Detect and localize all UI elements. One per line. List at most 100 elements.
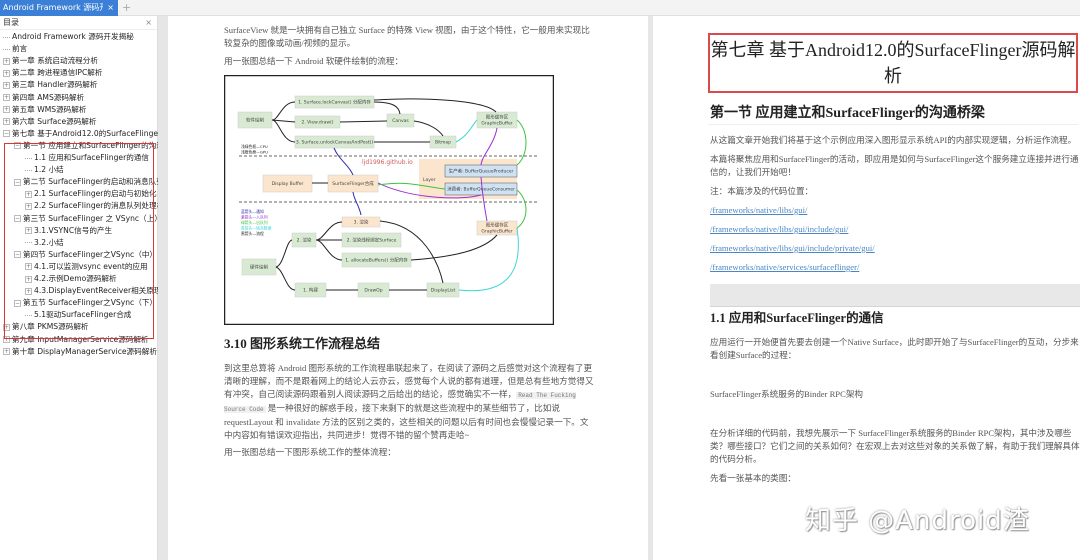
expand-icon[interactable]: + — [3, 348, 10, 356]
toc-item[interactable]: 1.1 应用和SurfaceFlinger的通信 — [0, 152, 158, 164]
toc-item-label: 第三章 Handler源码解析 — [12, 80, 98, 90]
expand-icon[interactable]: + — [25, 275, 32, 283]
paragraph: 用一张图总结一下图形系统工作的整体流程： — [224, 447, 396, 457]
collapse-icon[interactable]: − — [14, 178, 21, 186]
document-page-right: 第七章 基于Android12.0的SurfaceFlinger源码解析 第一节… — [653, 16, 1080, 560]
toc-item-label: 第一节 应用建立和SurfaceFlinger的沟通桥梁 — [23, 140, 158, 150]
toc-item[interactable]: 5.1驱动SurfaceFlinger合成 — [0, 309, 158, 321]
code-path-link[interactable]: /frameworks/native/services/surfacefling… — [710, 262, 860, 272]
notify-arrow — [333, 147, 354, 176]
expand-icon[interactable]: + — [3, 81, 10, 89]
expand-icon[interactable]: + — [3, 69, 10, 77]
flow-arrow — [271, 119, 296, 143]
toc-item[interactable]: +2.1 SurfaceFlinger的启动与初始化 — [0, 188, 158, 200]
expand-icon[interactable]: + — [3, 336, 10, 343]
toc-item[interactable]: 前言 — [0, 43, 158, 55]
expand-icon[interactable]: + — [25, 190, 32, 198]
collapse-icon[interactable]: − — [14, 299, 21, 307]
arrow-legend-item: 绿箭头—出队列 — [241, 220, 268, 225]
toc-item-label: 4.2.示例Demo源码解析 — [34, 274, 117, 283]
toc-item-label: 第二节 SurfaceFlinger的启动和消息队列处理机制 — [23, 177, 158, 187]
flow-arrow — [410, 234, 498, 261]
graphic-buffer-top-label: 图形缓存区 — [486, 114, 509, 121]
expand-icon[interactable]: + — [25, 287, 32, 295]
toc-item-label: 1.1 应用和SurfaceFlinger的通信 — [34, 153, 149, 162]
build-label: 1. 构建 — [303, 287, 318, 294]
toc-item[interactable]: +第三章 Handler源码解析 — [0, 79, 158, 91]
toc-header: 目录 × — [0, 16, 157, 30]
software-draw-label: 软件绘制 — [246, 117, 264, 124]
close-tab-icon[interactable]: × — [107, 3, 114, 12]
expand-icon[interactable]: + — [3, 106, 10, 114]
toc-item[interactable]: +第十章 DisplayManagerService源码解析 — [0, 346, 158, 358]
toc-item[interactable]: +4.1.可以监测vsync event的应用 — [0, 261, 158, 273]
code-path-link[interactable]: /frameworks/native/libs/gui/ — [710, 205, 808, 215]
toc-item[interactable]: −第五节 SurfaceFlinger之VSync（下） — [0, 297, 158, 309]
toc-item-label: 3.1.VSYNC信号的产生 — [34, 225, 113, 235]
expand-icon[interactable]: + — [25, 202, 32, 210]
arrow-legend-item: 紫箭头—入队列 — [241, 215, 268, 220]
canvas-label: Canvas — [392, 118, 409, 124]
toc-item[interactable]: +第九章 InputManagerService源码解析 — [0, 334, 158, 346]
graphic-buffer-bottom-label: GraphicBuffer — [481, 229, 512, 235]
toc-item[interactable]: −第七章 基于Android12.0的SurfaceFlinger源码解析 — [0, 128, 158, 140]
graphic-buffer-top-label: GraphicBuffer — [481, 121, 512, 127]
toc-item[interactable]: +第五章 WMS源码解析 — [0, 104, 158, 116]
toc-item-label: 前言 — [12, 44, 28, 54]
toc-item[interactable]: −第四节 SurfaceFlinger之VSync（中） — [0, 249, 158, 261]
toc-item-label: 4.3.DisplayEventReceiver相关原理探究 — [34, 286, 158, 296]
render-2-label: 2. 渲染 — [297, 237, 312, 244]
toc-item[interactable]: 3.2.小结 — [0, 237, 158, 249]
code-path-link[interactable]: /frameworks/native/libs/gui/include/priv… — [710, 243, 875, 253]
paragraph: 本篇将聚焦应用和SurfaceFlinger的活动，即应用是如何与Surface… — [710, 154, 1079, 177]
unlock-canvas-label: 3. Surface.unlockCanvasAndPost() — [296, 140, 374, 146]
tree-line — [25, 242, 32, 244]
collapse-icon[interactable]: − — [14, 142, 21, 150]
expand-icon[interactable]: + — [3, 57, 10, 65]
collapse-icon[interactable]: − — [14, 215, 21, 222]
expand-icon[interactable]: + — [25, 227, 32, 235]
toc-title: 目录 — [3, 18, 19, 27]
expand-icon[interactable]: + — [3, 94, 10, 101]
toc-sidebar: 目录 × Android Framework 源码开发揭秘前言+第一章 系统启动流… — [0, 16, 158, 560]
toc-item[interactable]: 1.2 小结 — [0, 164, 158, 176]
new-tab-button[interactable]: + — [122, 1, 132, 14]
display-buffer-label: Display Buffer — [272, 181, 304, 187]
expand-icon[interactable]: + — [3, 323, 10, 331]
toc-item[interactable]: −第三节 SurfaceFlinger 之 VSync（上） — [0, 213, 158, 225]
toc-item[interactable]: +4.2.示例Demo源码解析 — [0, 273, 158, 285]
toc-item[interactable]: +3.1.VSYNC信号的产生 — [0, 225, 158, 237]
collapse-icon[interactable]: − — [14, 251, 21, 259]
toc-item[interactable]: −第二节 SurfaceFlinger的启动和消息队列处理机制 — [0, 176, 158, 188]
flow-arrow — [315, 239, 343, 261]
expand-icon[interactable]: + — [25, 263, 32, 271]
toc-item[interactable]: −第一节 应用建立和SurfaceFlinger的沟通桥梁 — [0, 140, 158, 152]
toc-item[interactable]: +第一章 系统启动流程分析 — [0, 55, 158, 67]
toc-item[interactable]: +4.3.DisplayEventReceiver相关原理探究 — [0, 285, 158, 297]
toc-item[interactable]: +第六章 Surface源码解析 — [0, 116, 158, 128]
flow-arrow — [275, 266, 296, 291]
toc-item[interactable]: +第八章 PKMS源码解析 — [0, 321, 158, 333]
section-title: 3.10 图形系统工作流程总结 — [224, 336, 381, 351]
toc-item[interactable]: +第四章 AMS源码解析 — [0, 92, 158, 104]
toc-item[interactable]: +第二章 跨进程通信IPC解析 — [0, 67, 158, 79]
document-tab[interactable]: Android Framework 源码开发揭秘× — [0, 0, 118, 16]
toc-item-label: 5.1驱动SurfaceFlinger合成 — [34, 310, 132, 320]
code-path-link[interactable]: /frameworks/native/libs/gui/include/gui/ — [710, 224, 849, 234]
toc-item[interactable]: Android Framework 源码开发揭秘 — [0, 31, 158, 43]
toc-item[interactable]: +2.2 SurfaceFlinger的消息队列处理机制 — [0, 200, 158, 212]
gpu-legend: 浅橙色框—GPU — [241, 150, 268, 155]
surfaceflinger-compose-label: SurfaceFlinger合成 — [332, 180, 374, 187]
paragraph: 从这篇文章开始我们将基于这个示例应用深入图形显示系统API的内部实现逻辑，分析运… — [710, 135, 1077, 145]
flow-arrow — [275, 239, 293, 268]
expand-icon[interactable]: + — [3, 118, 10, 126]
paragraph: 先看一张基本的类图： — [710, 473, 796, 483]
close-sidebar-icon[interactable]: × — [145, 18, 152, 27]
lock-canvas-label: 1. Surface.lockCanvas() 分配内存 — [298, 99, 371, 106]
toc-item-label: 第十章 DisplayManagerService源码解析 — [12, 346, 157, 356]
displaylist-label: DisplayList — [431, 288, 456, 294]
toc-item-label: 第七章 基于Android12.0的SurfaceFlinger源码解析 — [12, 128, 158, 138]
enqueue-arrow — [480, 176, 488, 222]
collapse-icon[interactable]: − — [3, 130, 10, 138]
